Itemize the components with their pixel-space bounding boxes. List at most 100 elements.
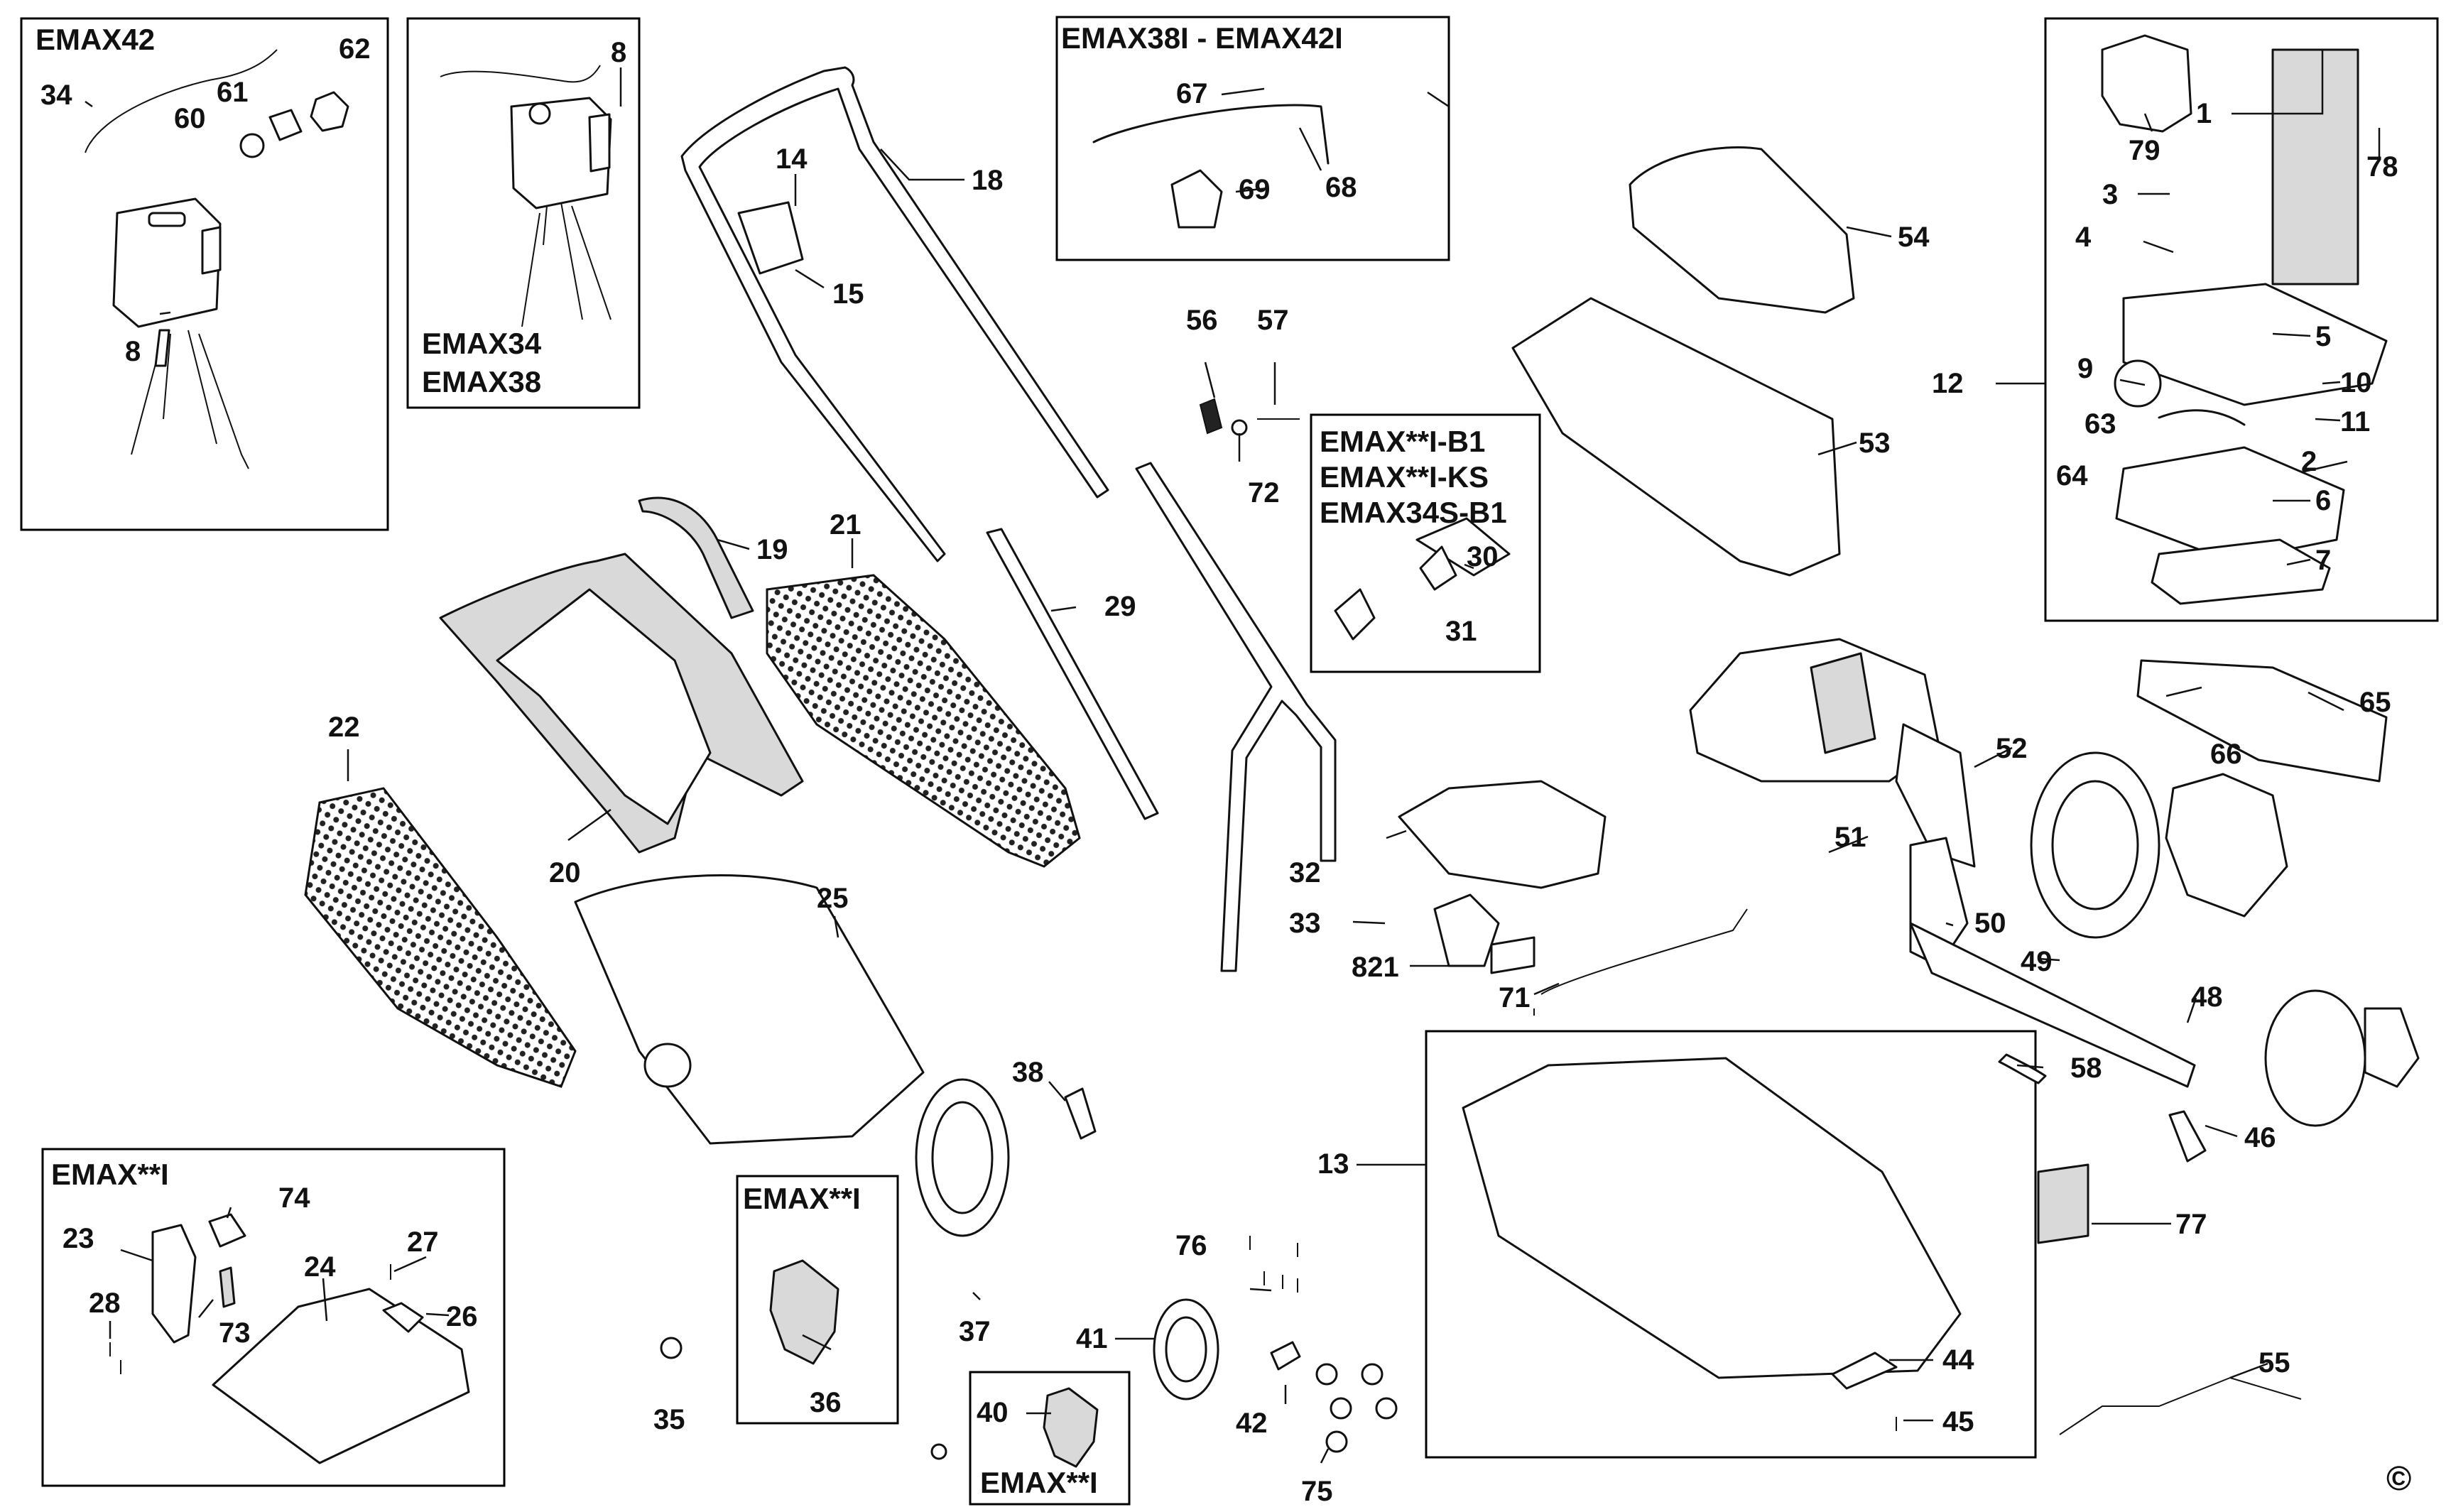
part-number-19: 19 xyxy=(756,534,788,565)
inset-emaxi-40: EMAX**I xyxy=(969,1371,1131,1506)
inset-emax42: EMAX42 xyxy=(20,17,389,531)
part-number-50: 50 xyxy=(1974,908,2006,939)
part-number-45: 45 xyxy=(1942,1406,1974,1437)
inset-title: EMAX42 xyxy=(36,23,155,56)
part-drawings-handle xyxy=(680,66,1337,972)
part-number-24: 24 xyxy=(304,1251,336,1283)
inset-emaxi-36: EMAX**I xyxy=(736,1175,899,1425)
part-drawings-wheels xyxy=(660,1078,1398,1468)
part-number-74: 74 xyxy=(278,1182,310,1214)
part-number-26: 26 xyxy=(446,1301,478,1332)
part-number-11: 11 xyxy=(2340,406,2370,437)
part-number-66: 66 xyxy=(2210,739,2242,770)
part-number-13: 13 xyxy=(1317,1148,1349,1180)
part-number-37: 37 xyxy=(959,1316,991,1347)
part-number-35: 35 xyxy=(653,1404,685,1435)
inset-title: EMAX**I xyxy=(980,1466,1098,1499)
part-number-78: 78 xyxy=(2366,151,2398,183)
part-number-51: 51 xyxy=(1835,822,1866,853)
part-number-10: 10 xyxy=(2340,367,2372,398)
part-number-4: 4 xyxy=(2075,222,2092,253)
part-number-57: 57 xyxy=(1257,305,1289,336)
part-number-821: 821 xyxy=(1352,952,1399,983)
part-number-6: 6 xyxy=(2315,485,2331,516)
inset-emax38i-42i: EMAX38I - EMAX42I xyxy=(1055,16,1450,261)
inset-frame xyxy=(20,17,389,531)
part-number-23: 23 xyxy=(62,1223,94,1254)
inset-b1-ks: EMAX**I-B1 EMAX**I-KS EMAX34S-B1 xyxy=(1310,413,1541,673)
inset-frame xyxy=(1055,16,1450,261)
part-number-76: 76 xyxy=(1175,1230,1207,1261)
inset-frame xyxy=(1310,413,1541,673)
part-number-75: 75 xyxy=(1301,1476,1333,1507)
part-number-27: 27 xyxy=(407,1227,439,1258)
part-number-55: 55 xyxy=(2259,1347,2290,1378)
part-drawings-emaxi-left xyxy=(109,1213,470,1464)
part-number-58: 58 xyxy=(2070,1053,2102,1084)
part-number-30: 30 xyxy=(1467,541,1499,572)
part-number-1: 1 xyxy=(2196,98,2212,129)
part-number-60: 60 xyxy=(174,103,206,134)
inset-title: EMAX34S-B1 xyxy=(1320,496,1507,529)
part-number-46: 46 xyxy=(2244,1122,2276,1153)
part-number-25: 25 xyxy=(817,883,849,914)
part-number-31: 31 xyxy=(1445,616,1477,647)
leader-lines xyxy=(85,50,2381,1464)
part-number-5: 5 xyxy=(2315,321,2331,352)
part-number-8: 8 xyxy=(611,37,626,68)
part-number-44: 44 xyxy=(1942,1344,1974,1376)
part-number-64: 64 xyxy=(2056,460,2088,491)
inset-frame xyxy=(1425,1030,2037,1459)
part-number-14: 14 xyxy=(776,143,808,175)
part-number-20: 20 xyxy=(549,857,581,888)
part-number-41: 41 xyxy=(1076,1323,1108,1354)
inset-frame xyxy=(969,1371,1131,1506)
part-number-52: 52 xyxy=(1996,733,2028,764)
part-number-8: 8 xyxy=(125,336,141,367)
part-number-3: 3 xyxy=(2102,179,2118,210)
part-number-22: 22 xyxy=(328,712,360,743)
part-number-40: 40 xyxy=(977,1397,1009,1428)
part-number-77: 77 xyxy=(2175,1209,2207,1240)
part-number-72: 72 xyxy=(1248,477,1280,508)
part-drawings-right xyxy=(1092,34,2420,1435)
part-number-7: 7 xyxy=(2315,545,2331,576)
part-number-53: 53 xyxy=(1859,428,1891,459)
part-number-69: 69 xyxy=(1239,174,1271,205)
part-number-68: 68 xyxy=(1325,172,1357,203)
part-number-33: 33 xyxy=(1289,908,1321,939)
part-drawings-emax34-38 xyxy=(440,65,612,327)
inset-emax34-38: EMAX34 EMAX38 xyxy=(406,17,641,409)
copyright-symbol: © xyxy=(2386,1460,2411,1498)
part-number-62: 62 xyxy=(339,33,371,65)
inset-title: EMAX**I-B1 xyxy=(1320,425,1485,458)
part-number-79: 79 xyxy=(2129,135,2160,166)
inset-title: EMAX**I xyxy=(51,1158,169,1191)
inset-title: EMAX34 xyxy=(422,327,542,360)
inset-frame xyxy=(41,1148,506,1487)
part-number-36: 36 xyxy=(810,1387,842,1418)
part-number-63: 63 xyxy=(2084,408,2116,440)
part-number-49: 49 xyxy=(2021,946,2053,977)
part-drawings-emax42 xyxy=(85,49,349,469)
part-drawings-grassbox xyxy=(304,496,1081,1145)
part-number-71: 71 xyxy=(1499,982,1531,1013)
inset-deck xyxy=(1425,1030,2037,1459)
part-number-73: 73 xyxy=(219,1317,251,1349)
inset-frame xyxy=(2044,17,2439,622)
inset-frame xyxy=(406,17,641,409)
part-number-56: 56 xyxy=(1186,305,1218,336)
part-number-61: 61 xyxy=(217,77,249,108)
inset-title: EMAX38I - EMAX42I xyxy=(1061,21,1343,55)
part-number-32: 32 xyxy=(1289,857,1321,888)
part-number-18: 18 xyxy=(972,165,1004,196)
part-number-21: 21 xyxy=(830,509,861,540)
part-number-65: 65 xyxy=(2359,687,2391,718)
part-number-67: 67 xyxy=(1176,78,1208,109)
inset-title: EMAX38 xyxy=(422,365,541,398)
inset-title: EMAX**I-KS xyxy=(1320,460,1489,494)
inset-motor-assembly xyxy=(2044,17,2439,622)
part-number-38: 38 xyxy=(1012,1057,1044,1088)
part-number-2: 2 xyxy=(2301,446,2317,477)
